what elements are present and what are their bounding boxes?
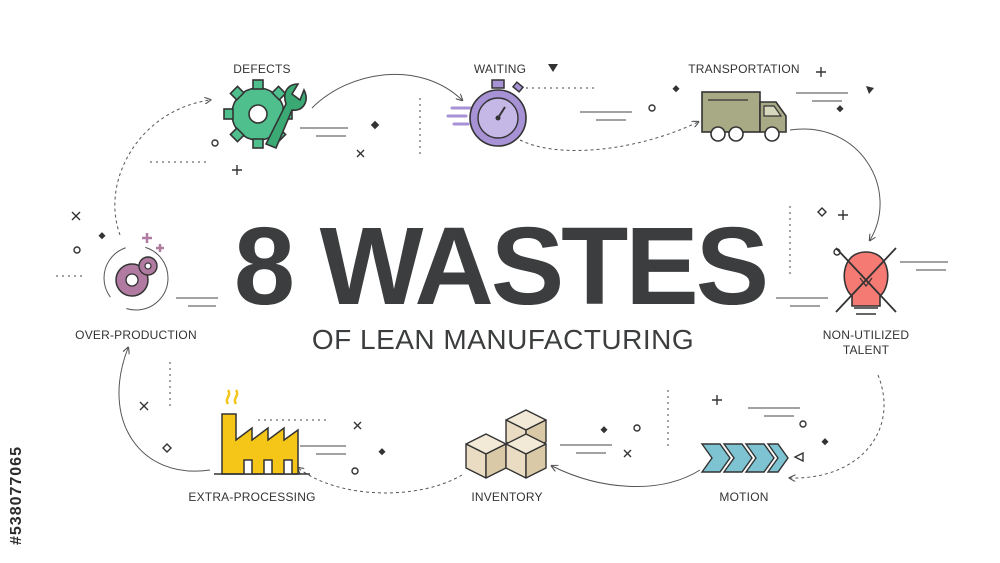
- flow-connectors: [114, 73, 885, 494]
- gears-icon: [103, 233, 169, 311]
- crossed-lightbulb-icon: [835, 247, 897, 315]
- connector-inventory-to-extra-processing: [298, 468, 463, 494]
- waste-label-non-utilized-talent-line1: NON-UTILIZED: [822, 328, 910, 342]
- stopwatch-icon: [446, 79, 527, 147]
- waste-label-non-utilized-talent-line2: TALENT: [842, 343, 890, 357]
- connector-waiting-to-transportation: [519, 122, 698, 151]
- waste-label-waiting: WAITING: [473, 62, 527, 76]
- decorations-solid: [98, 64, 874, 456]
- stock-id-watermark: #538077065: [8, 446, 25, 545]
- gear-wrench-icon: [223, 79, 307, 150]
- connector-talent-to-motion: [790, 374, 885, 478]
- factory-icon: [214, 389, 310, 475]
- decorations: [71, 67, 848, 475]
- truck-icon: [701, 91, 787, 142]
- waste-label-inventory: INVENTORY: [471, 490, 543, 504]
- waste-label-non-utilized-talent: NON-UTILIZED TALENT: [823, 328, 909, 358]
- connector-extra-processing-to-overproduction: [118, 348, 211, 472]
- connector-overproduction-to-defects: [114, 100, 210, 236]
- waste-label-motion: MOTION: [719, 490, 769, 504]
- boxes-icon: [465, 409, 547, 479]
- waste-label-defects: DEFECTS: [233, 62, 291, 76]
- waste-label-over-production: OVER-PRODUCTION: [75, 328, 197, 342]
- waste-label-extra-processing: EXTRA-PROCESSING: [188, 490, 316, 504]
- connector-motion-to-inventory: [552, 466, 701, 488]
- chevron-arrows-icon: [700, 443, 789, 473]
- decorative-lines: [56, 87, 948, 455]
- subtitle: OF LEAN MANUFACTURING: [311, 324, 695, 355]
- connector-transportation-to-talent: [789, 128, 881, 240]
- main-title: 8 WASTES: [233, 205, 769, 328]
- waste-label-transportation: TRANSPORTATION: [688, 62, 800, 76]
- connector-defects-to-waiting: [311, 73, 462, 109]
